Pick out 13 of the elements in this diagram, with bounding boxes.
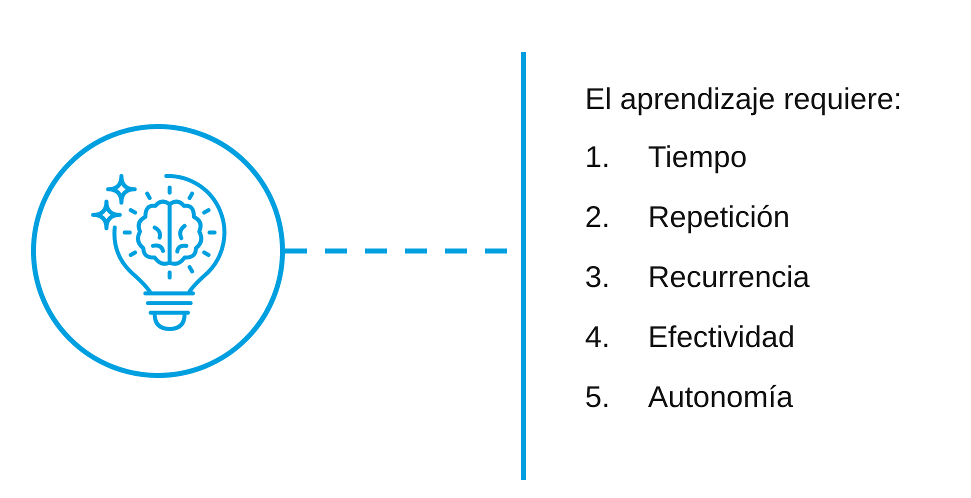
list-number: 5. xyxy=(585,380,610,416)
list-item-text: Repetición xyxy=(648,200,790,236)
list-number: 4. xyxy=(585,320,610,356)
list-number: 1. xyxy=(585,140,610,176)
heading-text: El aprendizaje requiere: xyxy=(585,82,902,118)
list-item-text: Autonomía xyxy=(648,380,794,416)
list-number: 3. xyxy=(585,260,610,296)
list-item-text: Recurrencia xyxy=(648,260,810,296)
divider-bar xyxy=(521,52,526,480)
list-item-text: Efectividad xyxy=(648,320,795,356)
list-number: 2. xyxy=(585,200,610,236)
circle-frame xyxy=(31,124,285,378)
list-item-text: Tiempo xyxy=(648,140,747,176)
